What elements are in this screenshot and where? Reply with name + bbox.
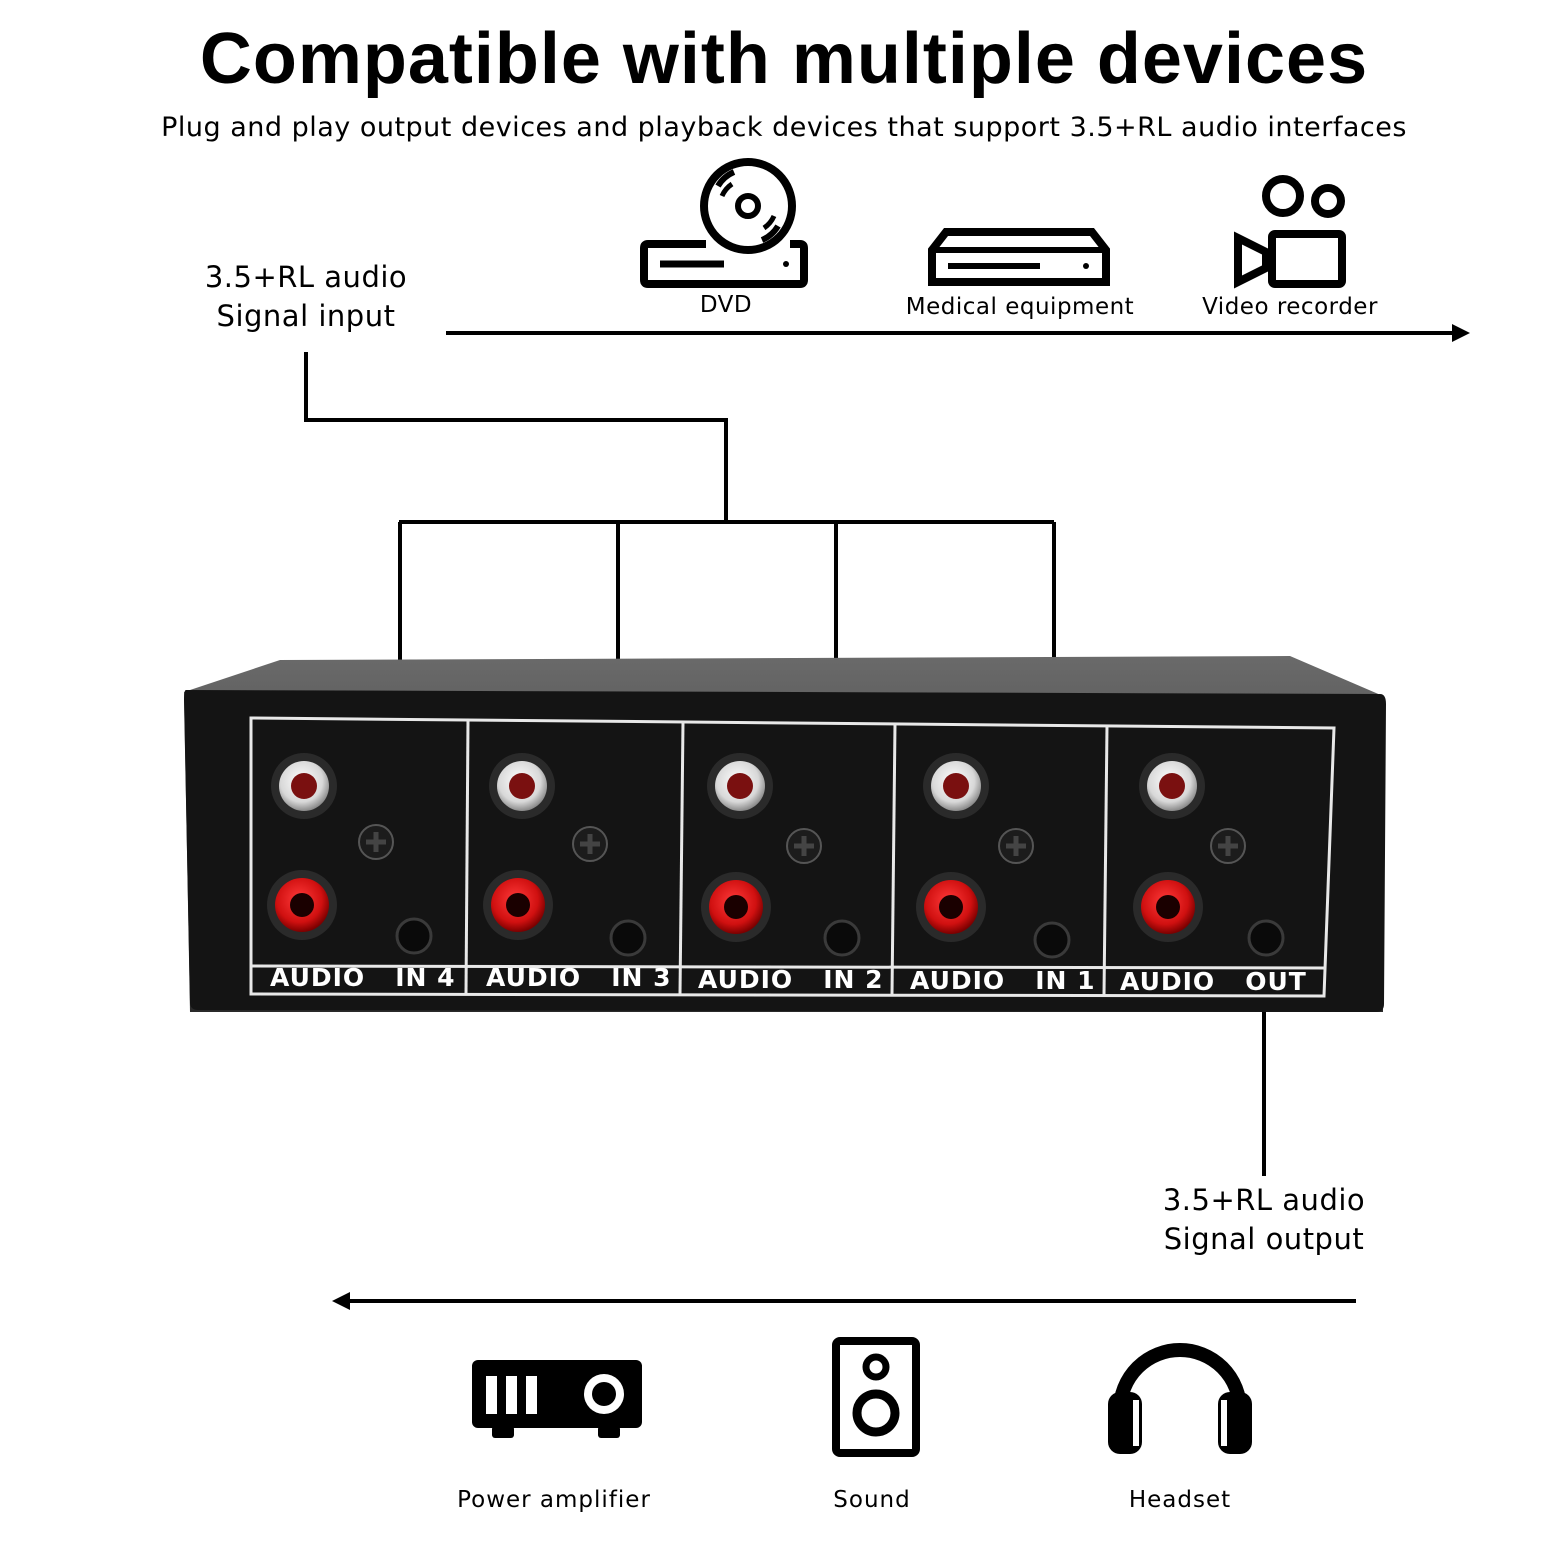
page-subtitle: Plug and play output devices and playbac… (161, 112, 1407, 143)
panel-label-word: AUDIO (486, 963, 582, 992)
device-label-dvd: DVD (699, 292, 753, 318)
panel-label-port: OUT (1245, 967, 1307, 996)
medical-equipment-icon (928, 228, 1110, 286)
panel-label-port: IN 4 (395, 963, 456, 992)
speaker-icon (832, 1337, 920, 1457)
audio-jack-3-5mm (1033, 921, 1071, 959)
device-label-medical: Medical equipment (905, 294, 1135, 320)
panel-label-in2: AUDIO IN 2 (698, 965, 884, 997)
port-group-in4 (267, 753, 433, 955)
audio-jack-3-5mm (395, 917, 433, 955)
input-flow-arrow (446, 324, 1470, 342)
panel-label-word: AUDIO (698, 965, 794, 994)
headphones-icon (1108, 1343, 1252, 1454)
audio-jack-3-5mm (823, 919, 861, 957)
panel-label-word: AUDIO (1120, 967, 1216, 996)
output-flow-arrow (332, 1292, 1356, 1310)
audio-jack-3-5mm (1247, 919, 1285, 957)
power-amplifier-icon (472, 1360, 642, 1438)
device-label-headset: Headset (1128, 1487, 1232, 1513)
dvd-player-icon (640, 158, 808, 288)
page-title: Compatible with multiple devices (199, 19, 1369, 99)
audio-jack-3-5mm (609, 919, 647, 957)
input-signal-label: 3.5+RL audio Signal input (186, 258, 426, 336)
output-signal-label: 3.5+RL audio Signal output (1144, 1181, 1384, 1259)
device-label-sound: Sound (833, 1487, 911, 1513)
panel-label-port: IN 2 (823, 965, 884, 994)
panel-label-in1: AUDIO IN 1 (910, 966, 1096, 998)
output-label-line1: 3.5+RL audio (1162, 1183, 1366, 1217)
panel-label-in4: AUDIO IN 4 (270, 963, 456, 995)
panel-label-in3: AUDIO IN 3 (486, 963, 672, 995)
input-label-line1: 3.5+RL audio (204, 260, 408, 294)
panel-label-port: IN 3 (611, 963, 672, 992)
panel-label-port: IN 1 (1035, 966, 1096, 995)
panel-label-out: AUDIO OUT (1120, 967, 1307, 999)
port-group-out (1133, 753, 1285, 957)
video-camera-icon (1234, 175, 1346, 289)
panel-label-word: AUDIO (910, 966, 1006, 995)
port-group-in1 (916, 753, 1071, 959)
input-label-line2: Signal input (216, 299, 396, 333)
panel-label-word: AUDIO (270, 963, 366, 992)
port-group-in3 (483, 753, 647, 957)
device-label-power-amplifier: Power amplifier (457, 1487, 651, 1513)
output-label-line2: Signal output (1163, 1222, 1365, 1256)
port-group-in2 (701, 753, 861, 957)
device-label-video-recorder: Video recorder (1202, 294, 1378, 320)
audio-switch-device (184, 656, 1386, 1012)
